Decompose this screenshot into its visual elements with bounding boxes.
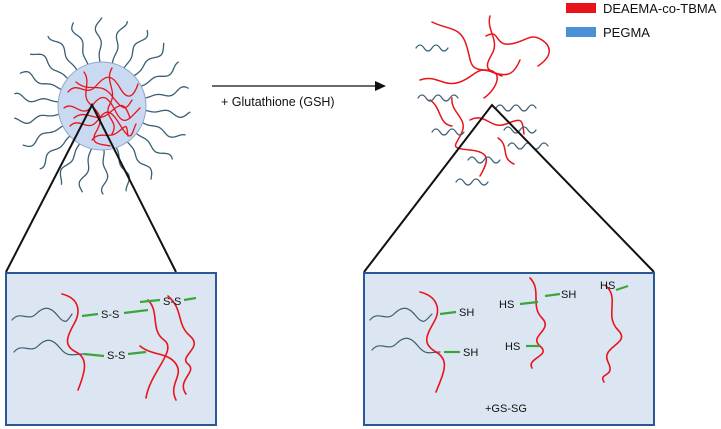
thiol-label: SH [463, 347, 478, 359]
disassembled-polymers [415, 15, 550, 186]
peg-chain [29, 53, 70, 81]
peg-chain [59, 141, 82, 185]
peg-chain [114, 145, 131, 192]
legend-label-deaema: DEAEMA-co-TBMA [603, 1, 717, 16]
legend-swatch-deaema [566, 3, 596, 13]
disulfide-label: S-S [101, 309, 119, 321]
peg-chain [22, 124, 66, 148]
peg-chain [111, 20, 128, 66]
peg-chain [78, 146, 93, 193]
right-inset-box [363, 272, 655, 426]
left-inset-peg-chains [11, 307, 85, 356]
reaction-label: + Glutathione (GSH) [221, 95, 335, 109]
left-inset-red-chains [61, 293, 195, 401]
peg-chain [140, 121, 186, 138]
right-inset-peg-chains [369, 307, 441, 354]
thiol-label: HS [499, 299, 514, 311]
peg-chain [39, 134, 73, 170]
byproduct-label: +GS-SG [485, 403, 527, 415]
reaction-arrow: + Glutathione (GSH) [212, 81, 386, 109]
left-inset: S-S S-S S-S [5, 272, 217, 426]
legend-label-pegma: PEGMA [603, 25, 650, 40]
peg-chain [125, 139, 153, 180]
disulfide-label: S-S [107, 350, 125, 362]
right-inset-linkers [439, 284, 629, 354]
legend: DEAEMA-co-TBMA PEGMA [566, 1, 717, 40]
peg-chain [100, 147, 109, 195]
peg-chain [47, 35, 79, 73]
legend-swatch-pegma [566, 27, 596, 37]
peg-chain [134, 131, 173, 160]
right-inset-red-chains [419, 277, 623, 393]
thiol-label: SH [561, 289, 576, 301]
peg-chain [14, 92, 61, 103]
core-polymer-chains [63, 67, 141, 147]
peg-chain [143, 109, 191, 119]
thiol-label: HS [600, 280, 615, 292]
peg-chain [131, 42, 165, 78]
zoom-lines [5, 102, 655, 273]
thiol-label: SH [459, 307, 474, 319]
thiol-label: HS [505, 341, 520, 353]
peg-chain [142, 86, 189, 99]
peg-chain [138, 61, 180, 88]
peg-chain [122, 29, 149, 71]
peg-chain [71, 22, 90, 67]
peg-chain [94, 17, 103, 65]
disulfide-label: S-S [163, 296, 181, 308]
peg-corona [14, 17, 191, 195]
intact-nanoparticle [14, 17, 191, 195]
peg-chain [19, 71, 64, 91]
right-inset: SH SH HS SH HS HS +GS-SG [363, 272, 655, 426]
left-inset-linkers [81, 296, 197, 358]
peg-chain [14, 113, 62, 124]
left-inset-box [5, 272, 217, 426]
free-peg-chains [415, 44, 549, 186]
free-red-chains [419, 15, 550, 177]
